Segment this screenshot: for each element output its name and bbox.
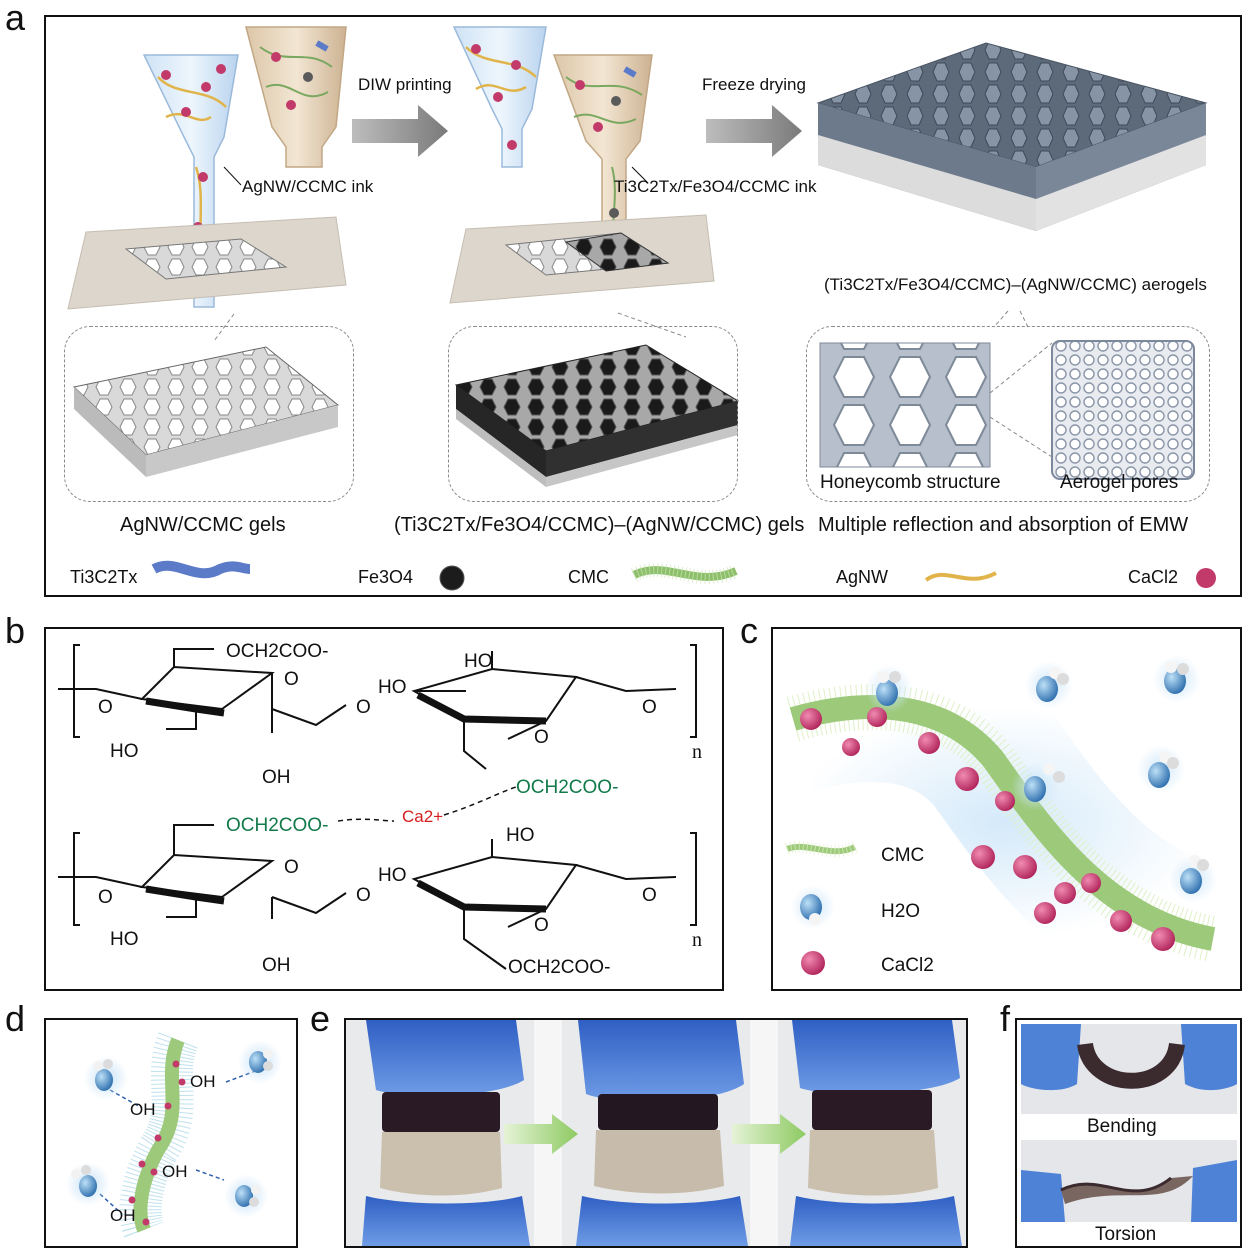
honeycomb-label: Honeycomb structure <box>820 472 1001 493</box>
gel-inset-frame-1 <box>64 326 354 502</box>
aerogel-caption: (Ti3C2Tx/Fe3O4/CCMC)–(AgNW/CCMC) aerogel… <box>824 275 1207 294</box>
hydrogen-bond-illustration <box>66 1032 282 1238</box>
label-o-ring4: O <box>534 915 549 936</box>
pores-label: Aerogel pores <box>1060 472 1179 493</box>
photo-3 <box>778 1020 966 1246</box>
nozzle-tan-1 <box>245 26 347 168</box>
legend-water-c: H2O <box>881 901 921 922</box>
water-molecules-d <box>66 1040 282 1218</box>
arrow-freeze <box>706 105 802 157</box>
panel-d: OH OH OH OH <box>44 1018 298 1248</box>
aerogel-pores-inset <box>1051 340 1195 480</box>
oh-label-4: OH <box>110 1206 136 1225</box>
oh-label-1: OH <box>190 1072 216 1091</box>
label-ho-top-2: HO <box>378 677 407 698</box>
nozzle-blue-2 <box>452 26 547 168</box>
legend-fe3o4-icon <box>439 565 465 591</box>
legend-cmc: CMC <box>568 567 609 587</box>
group-green-bottom: OCH2COO- <box>226 815 329 836</box>
arrow-e-2 <box>732 1114 806 1154</box>
legend-fe3o4: Fe3O4 <box>358 567 414 587</box>
label-o-left-2: O <box>98 887 113 908</box>
water-molecules <box>865 655 1217 903</box>
label-n-top: n <box>692 741 702 763</box>
panel-b: OCH2COO- HO HO O O O O O HO OH n OCH2COO… <box>44 627 724 991</box>
label-o-ring3: O <box>284 857 299 878</box>
nozzle-tan-2 <box>552 54 653 288</box>
arrow-diw-label: DIW printing <box>358 75 452 94</box>
cmc-hydration-illustration <box>773 632 1229 989</box>
arrow-e-1 <box>504 1114 578 1154</box>
caption-agnw-gels: AgNW/CCMC gels <box>120 514 286 536</box>
label-o-bridge-2: O <box>356 885 371 906</box>
legend-cacl2-c: CaCl2 <box>881 955 934 976</box>
panel-label-e: e <box>310 998 331 1039</box>
legend-cacl2-icon <box>1196 568 1216 588</box>
ink1-label: AgNW/CCMC ink <box>242 177 374 196</box>
panel-a-illustration <box>67 26 1216 591</box>
label-oh-bottom: OH <box>262 767 291 788</box>
arrow-diw <box>352 105 448 157</box>
label-ho-left: HO <box>110 741 139 762</box>
panel-c: CMC H2O CaCl2 <box>771 627 1242 991</box>
label-o-ring1: O <box>284 669 299 690</box>
caption-composite-gels: (Ti3C2Tx/Fe3O4/CCMC)–(AgNW/CCMC) gels <box>394 514 805 536</box>
panel-e <box>344 1018 968 1248</box>
aerogel-inset-frame <box>806 326 1210 502</box>
label-ho-bottom-top: HO <box>506 825 535 846</box>
label-ho-top: HO <box>464 651 493 672</box>
compression-photos <box>346 1020 966 1246</box>
panel-label-d: d <box>5 998 26 1039</box>
photo-1 <box>346 1020 534 1246</box>
cmc-structure <box>58 644 697 970</box>
label-oh-bottom-2: OH <box>262 955 291 976</box>
panel-a: DIW printing Freeze drying AgNW/CCMC ink… <box>44 15 1242 597</box>
legend-cacl2-icon-c <box>801 951 825 975</box>
group-bottom-ring4: OCH2COO- <box>508 957 611 978</box>
label-o-ring2: O <box>534 727 549 748</box>
panel-f: Bending Torsion <box>1015 1018 1242 1248</box>
photo-2 <box>562 1020 750 1246</box>
oh-label-2: OH <box>130 1100 156 1119</box>
legend-cmc-c: CMC <box>881 845 925 866</box>
torsion-label: Torsion <box>1095 1224 1157 1245</box>
label-o-right: O <box>642 697 657 718</box>
panel-label-f: f <box>1000 998 1011 1039</box>
legend-agnw: AgNW <box>836 567 889 587</box>
label-o-right-2: O <box>642 885 657 906</box>
legend-cmc-icon-c <box>785 843 857 855</box>
cmc-chain <box>789 695 1216 951</box>
bending-label: Bending <box>1087 1116 1157 1137</box>
legend-ti3c2tx-icon <box>151 560 251 579</box>
ink2-label: Ti3C2Tx/Fe3O4/CCMC ink <box>614 177 817 196</box>
panel-label-c: c <box>740 610 758 651</box>
printed-grid-1 <box>124 238 288 280</box>
panel-label-a: a <box>5 0 26 38</box>
group-top-ring1: OCH2COO- <box>226 641 329 662</box>
gel-inset-frame-2 <box>448 326 738 502</box>
arrow-freeze-label: Freeze drying <box>702 75 806 94</box>
label-ho-bottom-2: HO <box>378 865 407 886</box>
caption-emw: Multiple reflection and absorption of EM… <box>818 514 1189 536</box>
legend-water-icon <box>791 885 835 929</box>
legend-cmc-icon <box>632 566 738 581</box>
label-o-left: O <box>98 697 113 718</box>
legend-agnw-icon <box>924 571 997 582</box>
label-o-bridge: O <box>356 697 371 718</box>
printed-grid-2-black <box>564 232 670 272</box>
legend-ti3c2tx: Ti3C2Tx <box>70 567 138 587</box>
legend-cacl2: CaCl2 <box>1128 567 1179 587</box>
label-ca: Ca2+ <box>402 807 444 826</box>
label-n-bottom: n <box>692 929 702 951</box>
group-green-top: OCH2COO- <box>516 777 619 798</box>
label-ho-left-2: HO <box>110 929 139 950</box>
honeycomb-inset <box>819 342 991 468</box>
torsion-photo <box>1021 1140 1237 1222</box>
cmc-chain-d <box>133 1037 185 1233</box>
bending-photo <box>1021 1024 1237 1114</box>
panel-label-b: b <box>5 610 26 651</box>
aerogel-block <box>816 42 1208 231</box>
oh-label-3: OH <box>162 1162 188 1181</box>
